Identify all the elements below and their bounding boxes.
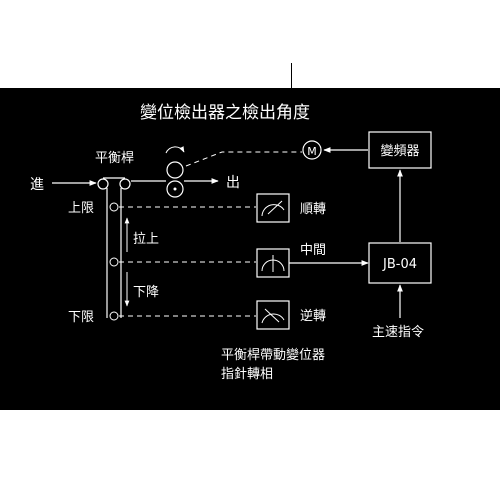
diagram-panel [0,88,500,410]
gauge-forward-needle [267,200,283,215]
forward-label: 順轉 [300,202,326,217]
inverter-box [368,131,432,169]
caption-line-2: 指針轉相 [221,367,273,382]
inlet-label: 進 [30,177,44,193]
controller-box [368,242,432,284]
detector-reverse-box [256,300,290,330]
motor-drive-link [185,151,302,167]
dancer-roller-lower [109,311,119,321]
lower-limit-label: 下限 [68,310,94,325]
gauge-forward-icon [261,204,285,217]
detector-forward-box [256,193,290,223]
pull-up-label: 拉上 [133,232,159,247]
gauge-reverse-icon [261,313,285,324]
motor-icon [302,140,322,160]
reverse-label: 逆轉 [300,308,326,324]
exit-roller [119,178,131,190]
inverter-label: 變頻器 [380,143,419,159]
main-speed-label: 主速指令 [372,325,424,340]
motor-label: M [307,145,317,158]
gauge-reverse-needle [264,308,280,323]
nip-roller-bottom [166,180,184,198]
outlet-label: 出 [226,175,240,191]
diagram-title: 變位檢出器之檢出角度 [140,103,310,123]
rotation-arrow-icon [165,146,185,154]
drop-down-label: 下降 [133,285,159,300]
entry-roller [97,178,109,190]
dancer-label: 平衡桿 [95,151,134,166]
top-marker-line [291,63,292,88]
nip-roller-top [166,161,184,179]
caption-line-1: 平衡桿帶動變位器 [221,347,325,363]
dancer-roller-middle [109,257,119,267]
nip-roller-dot [173,187,177,191]
upper-limit-label: 上限 [68,201,94,216]
dancer-roller-upper [109,202,119,212]
middle-label: 中間 [300,243,326,258]
controller-label: JB-04 [382,257,417,272]
